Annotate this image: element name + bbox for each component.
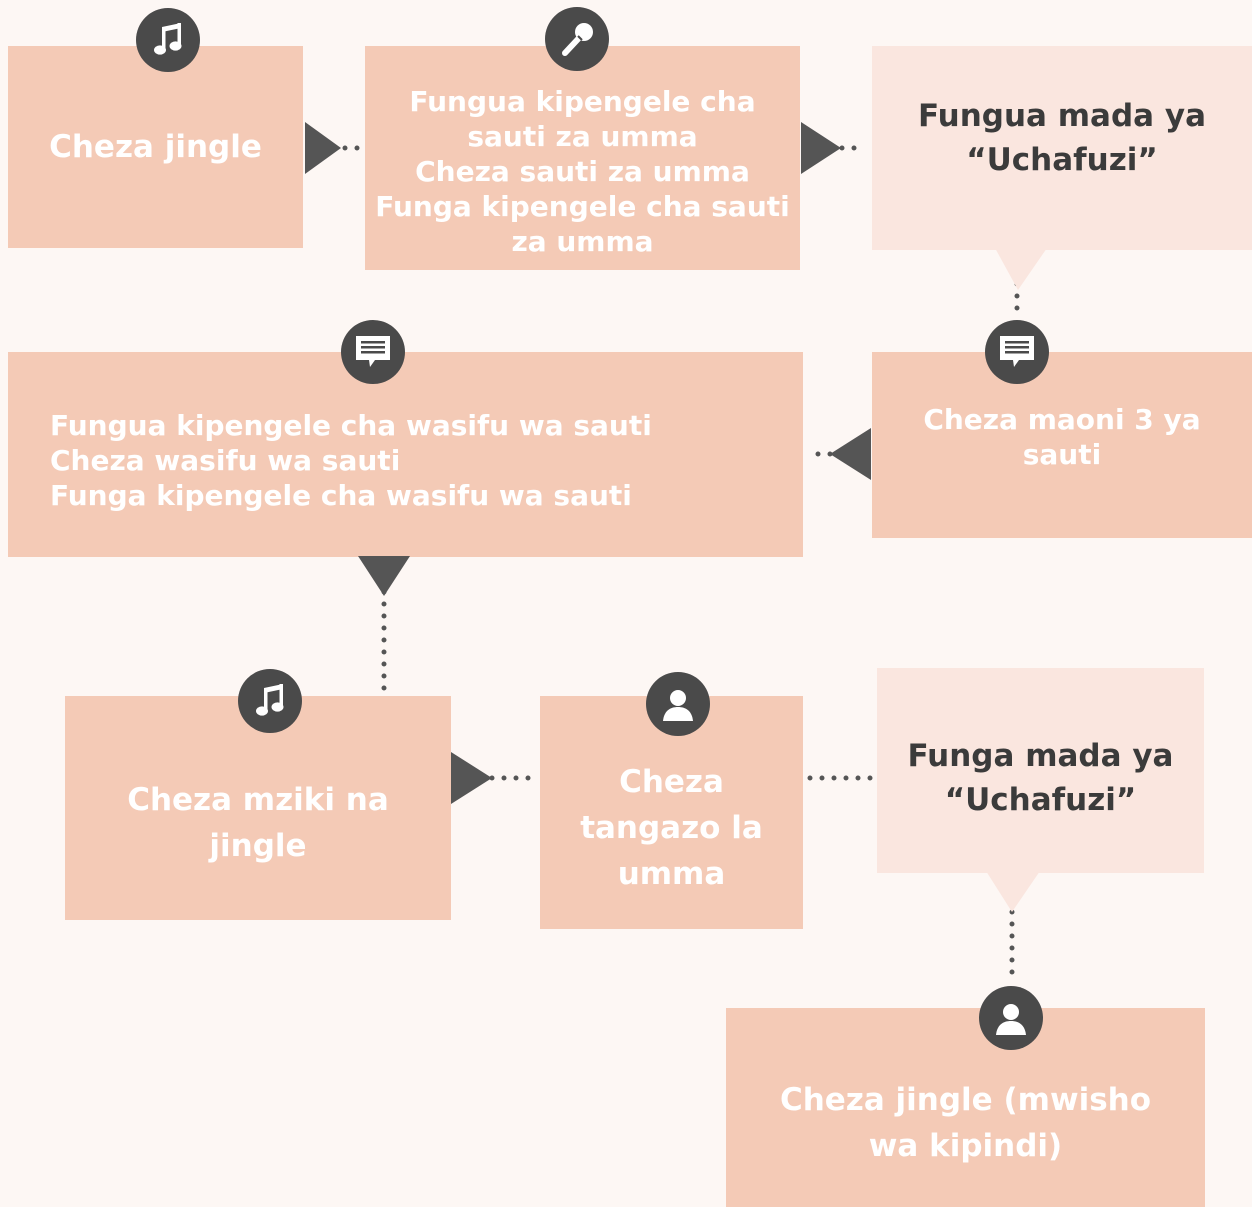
step-label-4: Cheza maoni 3 ya sauti bbox=[923, 403, 1201, 471]
topic-box-open: Fungua mada ya “Uchafuzi” bbox=[872, 46, 1252, 250]
step-label-5: Fungua kipengele cha wasifu wa sauti Che… bbox=[50, 409, 652, 512]
arrowhead-3 bbox=[830, 428, 871, 480]
music-note-icon bbox=[136, 8, 200, 72]
step-box-4: Cheza maoni 3 ya sauti bbox=[872, 352, 1252, 538]
step-box-6: Cheza mziki na jingle bbox=[65, 696, 451, 920]
person-icon bbox=[646, 672, 710, 736]
microphone-icon bbox=[545, 7, 609, 71]
step-label-6: Cheza mziki na jingle bbox=[127, 782, 389, 864]
music-note-icon bbox=[238, 669, 302, 733]
step-label-8: Funga mada ya “Uchafuzi” bbox=[907, 737, 1174, 818]
arrowhead-4 bbox=[358, 556, 410, 596]
speech-bubble-icon bbox=[341, 320, 405, 384]
step-label-2: Fungua kipengele cha sauti za umma Cheza… bbox=[375, 84, 790, 258]
step-label-9: Cheza jingle (mwisho wa kipindi) bbox=[779, 1081, 1152, 1164]
step-box-9: Cheza jingle (mwisho wa kipindi) bbox=[726, 1008, 1205, 1207]
topic-open-pointer bbox=[995, 248, 1047, 290]
step-box-2: Fungua kipengele cha sauti za umma Cheza… bbox=[365, 46, 800, 270]
step-label-7: Cheza tangazo la umma bbox=[580, 763, 763, 892]
topic-close-pointer bbox=[986, 871, 1040, 912]
arrowhead-1 bbox=[305, 122, 341, 174]
step-label-1: Cheza jingle bbox=[49, 129, 262, 165]
step-label-3: Fungua mada ya “Uchafuzi” bbox=[918, 98, 1206, 178]
step-box-1: Cheza jingle bbox=[8, 46, 303, 248]
speech-bubble-icon bbox=[985, 320, 1049, 384]
arrowhead-2 bbox=[801, 122, 841, 174]
arrowhead-5 bbox=[451, 752, 492, 804]
topic-box-close: Funga mada ya “Uchafuzi” bbox=[877, 668, 1204, 873]
step-box-5: Fungua kipengele cha wasifu wa sauti Che… bbox=[8, 352, 803, 557]
person-icon bbox=[979, 986, 1043, 1050]
